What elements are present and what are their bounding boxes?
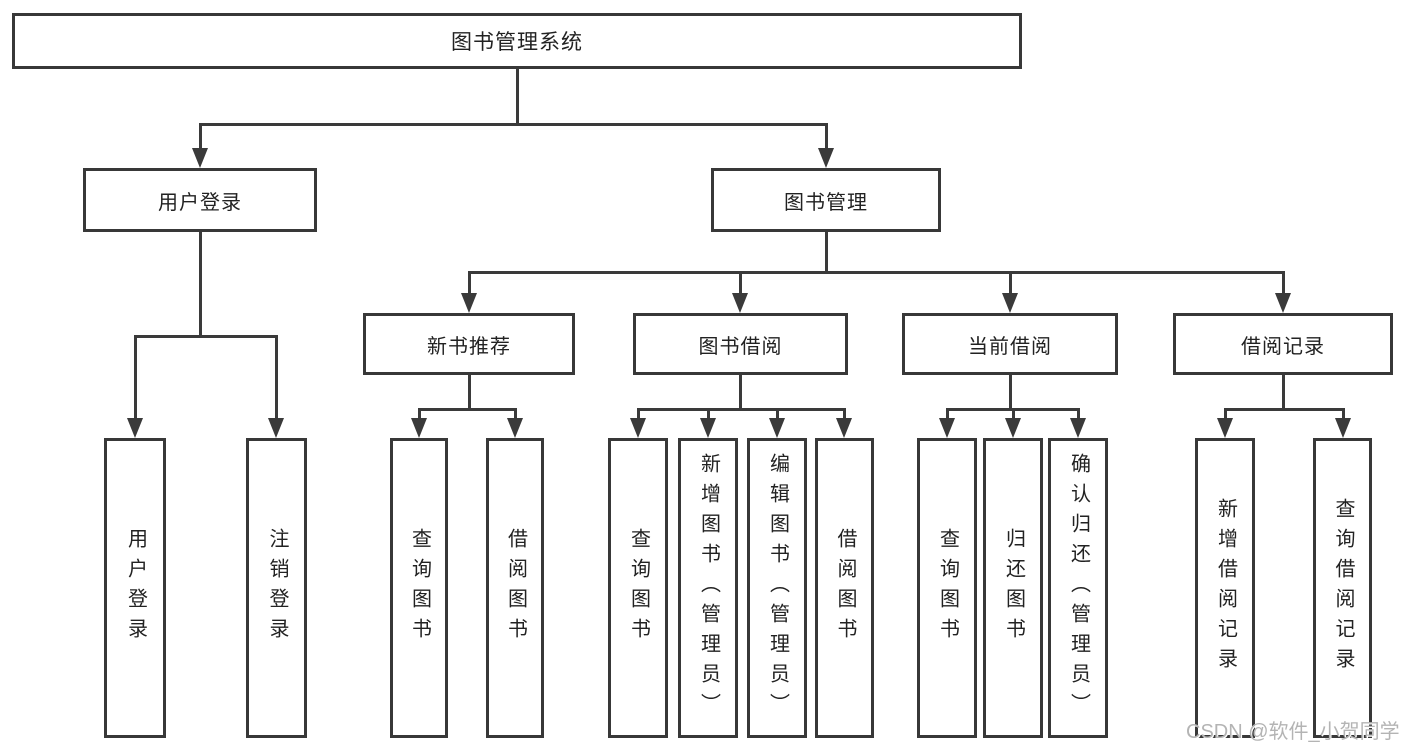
- csdn-watermark: CSDN @软件_小贺同学: [1186, 721, 1400, 743]
- node-label: 查询图书: [627, 528, 650, 648]
- connector-line: [134, 335, 278, 338]
- connector-line: [707, 408, 710, 420]
- leaf-cb-confirm-return-admin: 确认归还（管理员）: [1048, 438, 1108, 738]
- leaf-br-add-record: 新增借阅记录: [1195, 438, 1255, 738]
- connector-line: [199, 123, 828, 126]
- node-book-management: 图书管理: [711, 168, 941, 232]
- connector-line: [514, 408, 517, 420]
- node-book-borrow: 图书借阅: [633, 313, 848, 375]
- node-borrow-records: 借阅记录: [1173, 313, 1393, 375]
- arrow-down-icon: [769, 418, 785, 438]
- connector-line: [418, 408, 421, 420]
- node-label: 用户登录: [124, 528, 147, 648]
- connector-line: [468, 271, 471, 295]
- node-label: 查询图书: [408, 528, 431, 648]
- connector-line: [1077, 408, 1080, 420]
- connector-line: [1282, 271, 1285, 295]
- connector-line: [516, 69, 519, 126]
- leaf-nb-borrow-books: 借阅图书: [486, 438, 544, 738]
- node-label: 当前借阅: [968, 335, 1052, 358]
- leaf-bb-query-books: 查询图书: [608, 438, 668, 738]
- arrow-down-icon: [1002, 293, 1018, 313]
- arrow-down-icon: [1335, 418, 1351, 438]
- node-label: 查询图书: [936, 528, 959, 648]
- node-label: 确认归还（管理员）: [1067, 453, 1090, 723]
- connector-line: [199, 123, 202, 151]
- node-label: 新增借阅记录: [1214, 498, 1237, 678]
- leaf-bb-borrow-books: 借阅图书: [815, 438, 874, 738]
- connector-line: [468, 375, 471, 410]
- leaf-br-query-record: 查询借阅记录: [1313, 438, 1372, 738]
- node-label: 新增图书（管理员）: [697, 453, 720, 723]
- node-label: 注销登录: [266, 528, 288, 648]
- leaf-user-login: 用户登录: [104, 438, 166, 738]
- node-current-borrow: 当前借阅: [902, 313, 1118, 375]
- connector-line: [1282, 375, 1285, 410]
- arrow-down-icon: [939, 418, 955, 438]
- node-label: 查询借阅记录: [1332, 498, 1354, 678]
- node-label: 借阅记录: [1241, 335, 1325, 358]
- leaf-cb-query-books: 查询图书: [917, 438, 977, 738]
- arrow-down-icon: [1005, 418, 1021, 438]
- node-label: 图书管理: [784, 191, 868, 214]
- connector-line: [637, 408, 640, 420]
- connector-line: [946, 408, 949, 420]
- node-label: 归还图书: [1002, 528, 1025, 648]
- arrow-down-icon: [700, 418, 716, 438]
- node-library-system: 图书管理系统: [12, 13, 1022, 69]
- arrow-down-icon: [192, 148, 208, 168]
- node-label: 图书管理系统: [451, 31, 583, 54]
- connector-line: [843, 408, 846, 420]
- arrow-down-icon: [1070, 418, 1086, 438]
- arrow-down-icon: [461, 293, 477, 313]
- connector-line: [825, 123, 828, 151]
- arrow-down-icon: [1275, 293, 1291, 313]
- leaf-nb-query-books: 查询图书: [390, 438, 448, 738]
- node-new-book-recommend: 新书推荐: [363, 313, 575, 375]
- node-user-login: 用户登录: [83, 168, 317, 232]
- connector-line: [468, 271, 1285, 274]
- connector-line: [199, 232, 202, 337]
- leaf-bb-add-books-admin: 新增图书（管理员）: [678, 438, 738, 738]
- connector-line: [1342, 408, 1345, 420]
- arrow-down-icon: [268, 418, 284, 438]
- leaf-bb-edit-books-admin: 编辑图书（管理员）: [747, 438, 807, 738]
- connector-line: [1012, 408, 1015, 420]
- arrow-down-icon: [818, 148, 834, 168]
- leaf-cb-return-books: 归还图书: [983, 438, 1043, 738]
- arrow-down-icon: [732, 293, 748, 313]
- arrow-down-icon: [411, 418, 427, 438]
- node-label: 借阅图书: [504, 528, 527, 648]
- leaf-logout: 注销登录: [246, 438, 307, 738]
- connector-line: [1009, 271, 1012, 295]
- arrow-down-icon: [507, 418, 523, 438]
- connector-line: [1009, 375, 1012, 410]
- connector-line: [739, 271, 742, 295]
- connector-line: [275, 335, 278, 420]
- connector-line: [825, 232, 828, 274]
- connector-line: [1224, 408, 1345, 411]
- connector-line: [134, 335, 137, 420]
- node-label: 图书借阅: [698, 335, 783, 358]
- arrow-down-icon: [630, 418, 646, 438]
- arrow-down-icon: [127, 418, 143, 438]
- arrow-down-icon: [1217, 418, 1233, 438]
- connector-line: [418, 408, 517, 411]
- arrow-down-icon: [836, 418, 852, 438]
- connector-line: [1224, 408, 1227, 420]
- connector-line: [739, 375, 742, 410]
- node-label: 新书推荐: [427, 335, 511, 358]
- node-label: 编辑图书（管理员）: [766, 453, 789, 723]
- connector-line: [637, 408, 846, 411]
- node-label: 用户登录: [158, 191, 242, 214]
- node-label: 借阅图书: [834, 528, 856, 648]
- connector-line: [776, 408, 779, 420]
